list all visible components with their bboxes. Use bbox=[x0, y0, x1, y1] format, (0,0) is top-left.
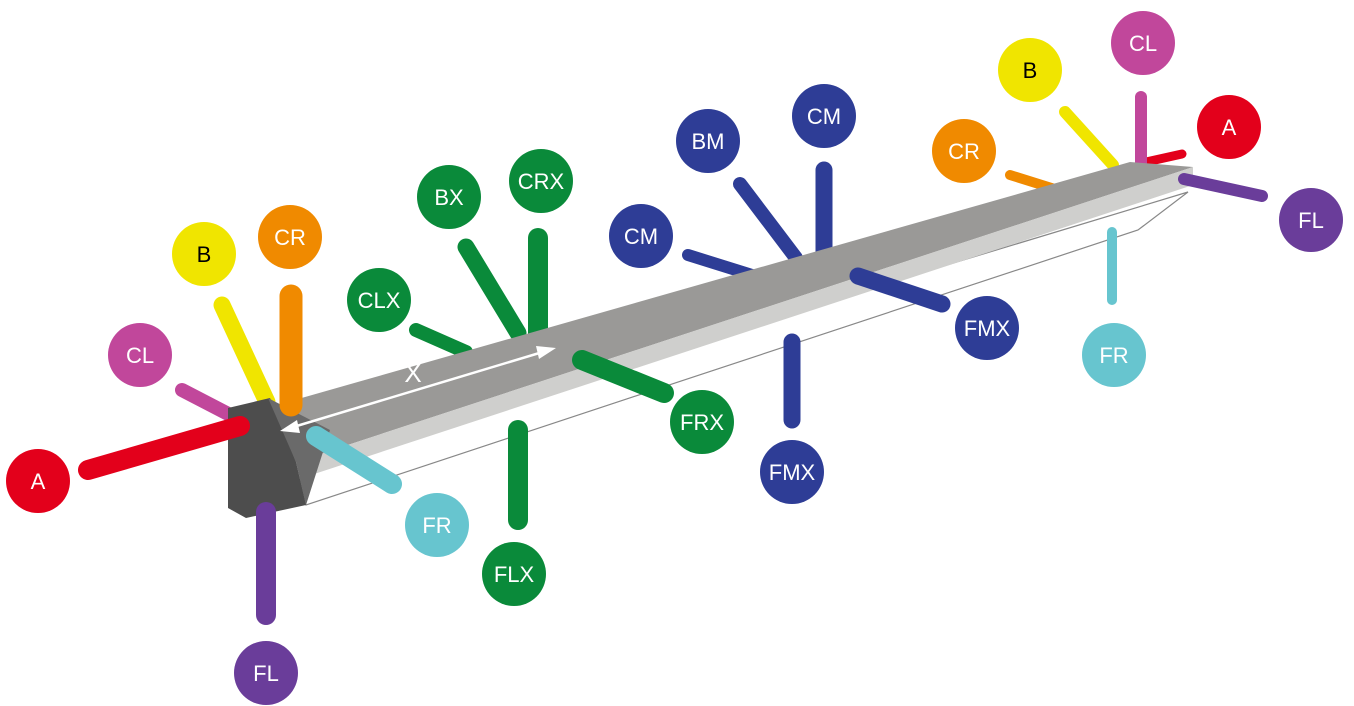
label-a-left: A bbox=[6, 449, 70, 513]
label-b-right: B bbox=[998, 38, 1062, 102]
label-fl-right: FL bbox=[1279, 188, 1343, 252]
label-b-right-text: B bbox=[1023, 58, 1038, 83]
beam-top-face bbox=[270, 162, 1193, 462]
label-fr-left: FR bbox=[405, 493, 469, 557]
label-cl-right: CL bbox=[1111, 11, 1175, 75]
label-fl-left-text: FL bbox=[253, 661, 279, 686]
label-bm: BM bbox=[676, 109, 740, 173]
label-cm-right: CM bbox=[792, 84, 856, 148]
rod-frx bbox=[572, 350, 674, 403]
label-fr-right: FR bbox=[1082, 323, 1146, 387]
rod-cl-left bbox=[175, 383, 243, 425]
label-frx: FRX bbox=[670, 390, 734, 454]
label-cr-left-text: CR bbox=[274, 225, 306, 250]
label-bx: BX bbox=[417, 165, 481, 229]
label-fmx-lower-text: FMX bbox=[769, 460, 816, 485]
dimension-arrowhead-left bbox=[280, 420, 300, 433]
label-cm-left: CM bbox=[609, 204, 673, 268]
label-bx-text: BX bbox=[434, 185, 464, 210]
label-circles: A CL B CR FR FL CLX BX bbox=[6, 11, 1343, 705]
label-a-right-text: A bbox=[1222, 115, 1237, 140]
label-crx: CRX bbox=[509, 149, 573, 213]
beam-end-chamfer bbox=[268, 398, 330, 505]
rod-a-right bbox=[1141, 149, 1187, 167]
label-cr-right: CR bbox=[932, 119, 996, 183]
rod-a-left bbox=[78, 416, 250, 480]
label-flx: FLX bbox=[482, 542, 546, 606]
label-fr-right-text: FR bbox=[1099, 343, 1128, 368]
beam-underside bbox=[295, 191, 1189, 506]
dimension-x: X bbox=[280, 346, 556, 433]
label-fmx-lower: FMX bbox=[760, 440, 824, 504]
rod-bm bbox=[733, 177, 803, 265]
label-bm-text: BM bbox=[692, 129, 725, 154]
label-fr-left-text: FR bbox=[422, 513, 451, 538]
label-cr-right-text: CR bbox=[948, 139, 980, 164]
label-clx-text: CLX bbox=[358, 288, 401, 313]
label-cl-left-text: CL bbox=[126, 343, 154, 368]
rod-fl-right bbox=[1178, 173, 1268, 202]
label-a-left-text: A bbox=[31, 469, 46, 494]
label-cl-left: CL bbox=[108, 323, 172, 387]
rod-b-left bbox=[213, 296, 276, 411]
rod-fr-left bbox=[306, 426, 402, 494]
label-clx: CLX bbox=[347, 268, 411, 332]
rod-b-right bbox=[1059, 106, 1119, 171]
dimension-label: X bbox=[404, 358, 421, 388]
label-cr-left: CR bbox=[258, 205, 322, 269]
label-cm-left-text: CM bbox=[624, 224, 658, 249]
dimension-arrow-line bbox=[289, 349, 547, 430]
label-fmx-upper: FMX bbox=[955, 296, 1019, 360]
rod-fmx-upper bbox=[849, 267, 951, 313]
label-cl-right-text: CL bbox=[1129, 31, 1157, 56]
label-frx-text: FRX bbox=[680, 410, 724, 435]
rods-behind-beam bbox=[175, 91, 1187, 425]
label-b-left-text: B bbox=[197, 242, 212, 267]
rod-cm-left bbox=[682, 249, 758, 281]
rod-bx bbox=[457, 238, 527, 342]
dimension-arrowhead-right bbox=[536, 346, 556, 359]
beam-front-face bbox=[296, 167, 1193, 480]
label-fl-right-text: FL bbox=[1298, 208, 1324, 233]
rod-clx bbox=[409, 323, 473, 359]
label-fmx-upper-text: FMX bbox=[964, 316, 1011, 341]
label-flx-text: FLX bbox=[494, 562, 535, 587]
rods-front-of-beam bbox=[78, 173, 1268, 625]
label-fl-left: FL bbox=[234, 641, 298, 705]
label-crx-text: CRX bbox=[518, 169, 565, 194]
label-cm-right-text: CM bbox=[807, 104, 841, 129]
label-a-right: A bbox=[1197, 95, 1261, 159]
label-b-left: B bbox=[172, 222, 236, 286]
